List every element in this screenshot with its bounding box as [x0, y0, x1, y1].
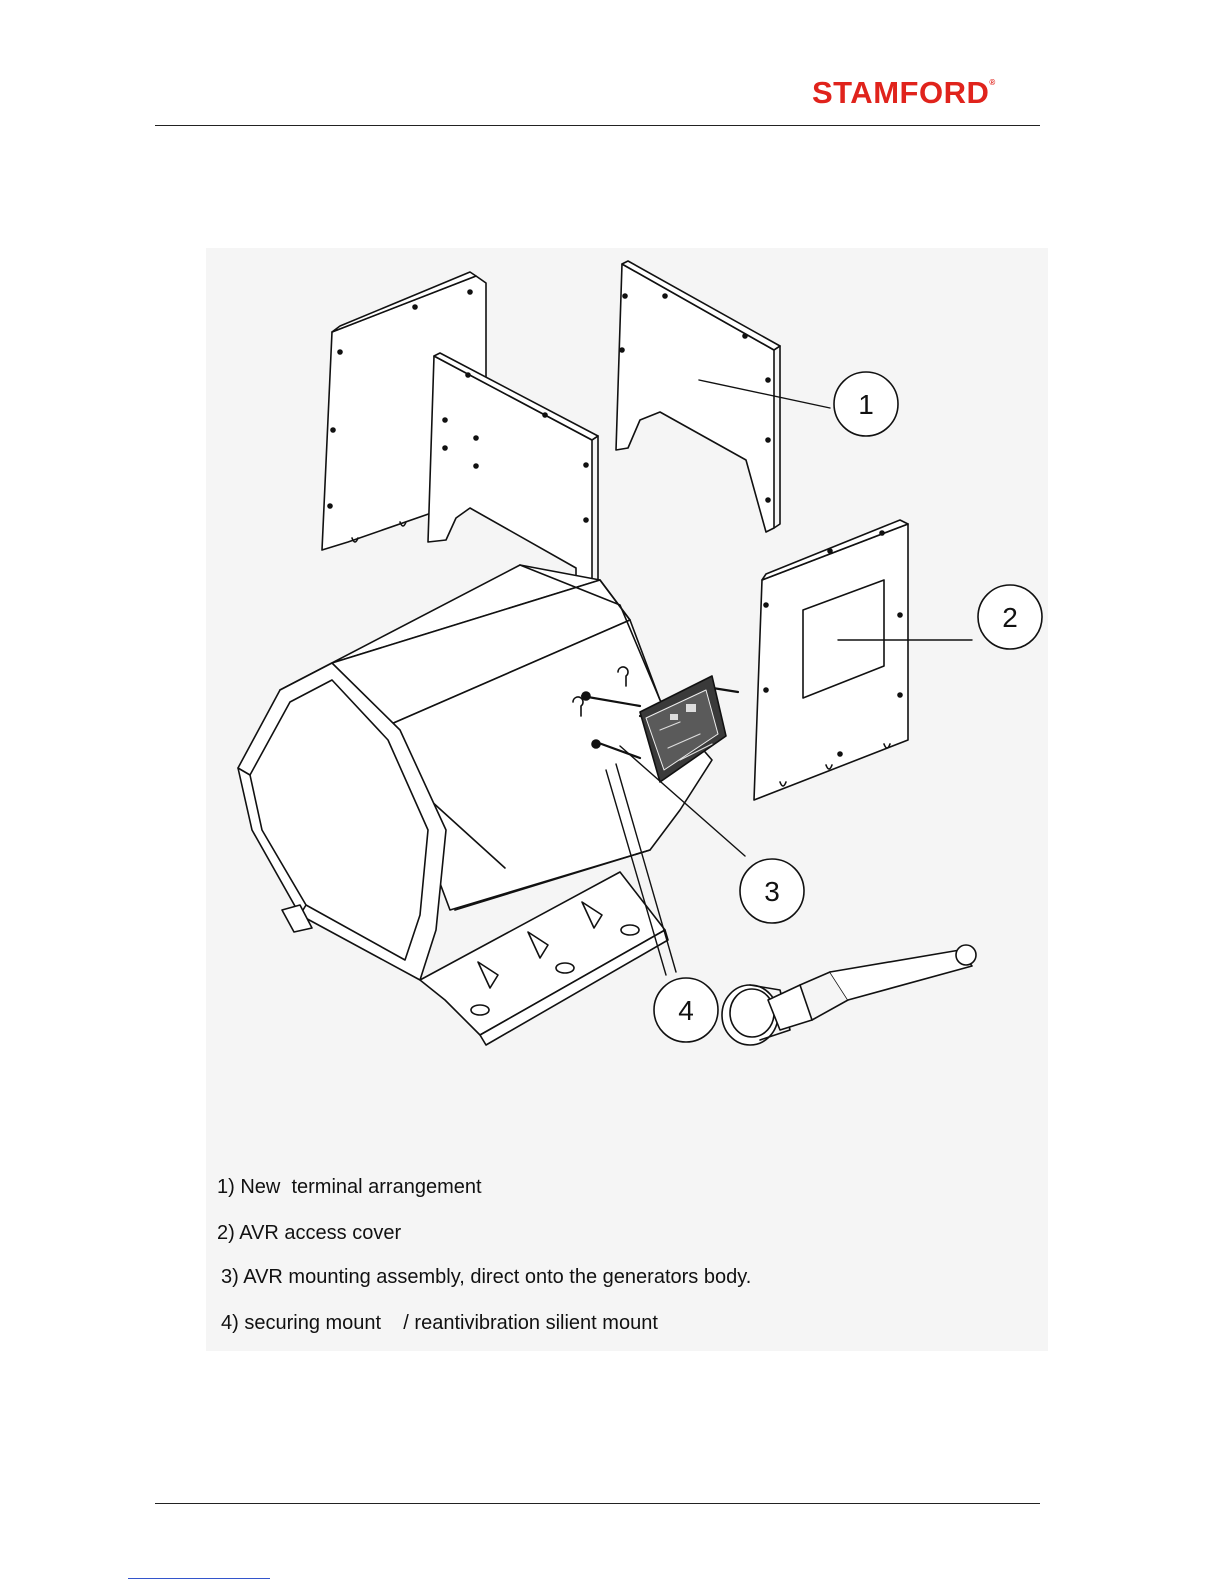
- footer-rule: [155, 1503, 1040, 1504]
- svg-text:4: 4: [678, 995, 694, 1026]
- footer-link-underline: [128, 1578, 270, 1579]
- callout-1: 1: [834, 372, 898, 436]
- avr-access-cover-panel: [754, 520, 908, 800]
- svg-text:3: 3: [764, 876, 780, 907]
- callout-4: 4: [654, 978, 718, 1042]
- terminal-arrangement-panel: [616, 261, 780, 532]
- callout-3: 3: [740, 859, 804, 923]
- svg-text:1: 1: [858, 389, 874, 420]
- anti-vibration-mount: [722, 945, 976, 1045]
- callout-2: 2: [978, 585, 1042, 649]
- svg-text:2: 2: [1002, 602, 1018, 633]
